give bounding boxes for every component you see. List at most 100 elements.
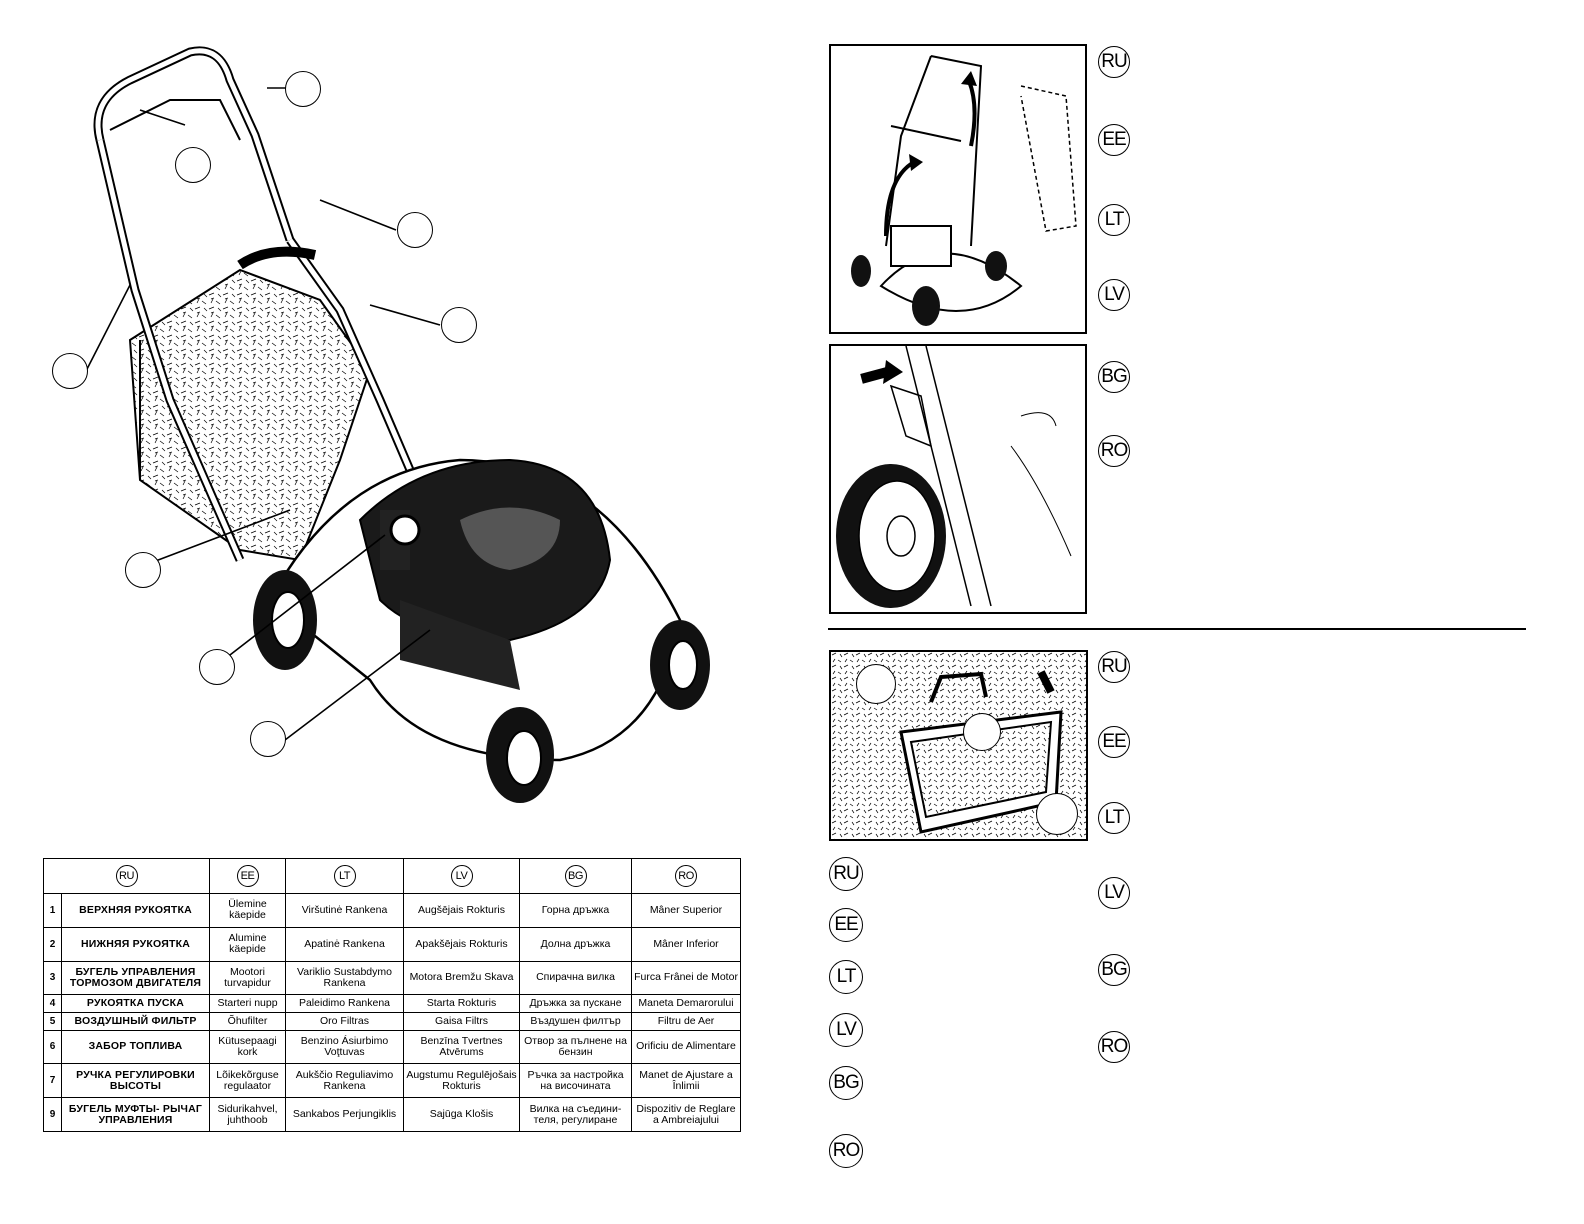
header-cell-ru: RU	[43, 858, 210, 894]
header-cell-ro: RO	[631, 858, 741, 894]
cell-ro: Filtru de Aer	[631, 1011, 741, 1031]
row-number: 7	[43, 1063, 62, 1099]
table-row: 2 НИЖНЯЯ РУКОЯТКА Alumine käepide Apatin…	[43, 926, 741, 962]
language-badge-ru: RU	[1098, 651, 1130, 683]
cell-ro: Manet de Ajustare a Înlimii	[631, 1063, 741, 1099]
cell-bg: Ръчка за настройка на височината	[519, 1063, 632, 1099]
cell-ro: Dispozitiv de Reglare a Ambreiajului	[631, 1097, 741, 1132]
cell-ru: БУГЕЛЬ МУФТЫ- РЫЧАГ УПРАВЛЕНИЯ	[61, 1097, 210, 1132]
language-badge-lv: LV	[829, 1013, 863, 1047]
cell-bg: Вилка на съедини- теля, регулиране	[519, 1097, 632, 1132]
callout-circle-icon	[856, 664, 896, 704]
callout-circle-icon	[52, 353, 88, 389]
cell-ee: Kütusepaagi kork	[209, 1029, 286, 1065]
cell-lv: Motora Bremžu Skava	[403, 960, 520, 996]
language-badge-bg: BG	[1098, 954, 1130, 986]
cell-ru: ВЕРХНЯЯ РУКОЯТКА	[61, 893, 210, 928]
row-number: 3	[43, 960, 62, 996]
language-badge: RO	[675, 865, 697, 887]
cell-ru: ВОЗДУШНЫЙ ФИЛЬТР	[61, 1011, 210, 1031]
cell-bg: Отвор за пълнене на бензин	[519, 1029, 632, 1065]
callout-circle-icon	[1036, 793, 1078, 835]
table-row: 9 БУГЕЛЬ МУФТЫ- РЫЧАГ УПРАВЛЕНИЯ Sidurik…	[43, 1097, 741, 1132]
cell-ee: Mootori turvapidur	[209, 960, 286, 996]
cell-ru: РУЧКА РЕГУЛИРОВКИ ВЫСОТЫ	[61, 1063, 210, 1099]
table-row: 7 РУЧКА РЕГУЛИРОВКИ ВЫСОТЫ Lõikekõrguse …	[43, 1063, 741, 1099]
handle-fold-figure	[829, 44, 1087, 334]
cell-ee: Starteri nupp	[209, 994, 286, 1013]
cell-lt: Sankabos Perjungiklis	[285, 1097, 404, 1132]
cell-ee: Lõikekõrguse regulaator	[209, 1063, 286, 1099]
cell-bg: Горна дръжка	[519, 893, 632, 928]
language-badge-ru: RU	[829, 857, 863, 891]
cell-ru: НИЖНЯЯ РУКОЯТКА	[61, 926, 210, 962]
language-badge: LV	[450, 865, 473, 887]
table-row: 6 ЗАБОР ТОПЛИВА Kütusepaagi kork Benzino…	[43, 1029, 741, 1065]
row-number: 2	[43, 926, 62, 962]
cell-bg: Долна дръжка	[519, 926, 632, 962]
language-badge-bg: BG	[1098, 361, 1130, 393]
callout-circle-icon	[199, 649, 235, 685]
cell-lt: Variklio Sustabdymo Rankena	[285, 960, 404, 996]
language-badge-ee: EE	[1098, 726, 1130, 758]
language-badge-lv: LV	[1098, 877, 1130, 909]
callout-circle-icon	[175, 147, 211, 183]
header-cell-ee: EE	[209, 858, 286, 894]
language-badge-lv: LV	[1098, 279, 1130, 311]
cell-lt: Oro Filtras	[285, 1011, 404, 1031]
cell-bg: Дръжка за пускане	[519, 994, 632, 1013]
arrow-icon	[909, 154, 923, 171]
callout-circle-icon	[963, 713, 1001, 751]
arrow-icon	[860, 366, 892, 384]
arrow-icon	[883, 360, 903, 384]
cell-ro: Mâner Superior	[631, 893, 741, 928]
language-badge: LT	[333, 865, 356, 887]
table-header-row: RU EE LT LV BG RO	[43, 858, 741, 894]
table-row: 1 ВЕРХНЯЯ РУКОЯТКА Ülemine käepide Viršu…	[43, 893, 741, 928]
table-row: 4 РУКОЯТКА ПУСКА Starteri nupp Paleidimo…	[43, 994, 741, 1013]
cell-bg: Въздушен филтър	[519, 1011, 632, 1031]
handle-fold-illustration	[851, 55, 1077, 326]
header-cell-lt: LT	[285, 858, 404, 894]
cell-ee: Sidurikahvel, juhthoob	[209, 1097, 286, 1132]
cell-lv: Gaisa Filtrs	[403, 1011, 520, 1031]
cell-lt: Benzino Ásiurbimo Voţtuvas	[285, 1029, 404, 1065]
cell-lt: Aukščio Reguliavimo Rankena	[285, 1063, 404, 1099]
cell-ru: РУКОЯТКА ПУСКА	[61, 994, 210, 1013]
row-number: 9	[43, 1097, 62, 1132]
language-badge-ro: RO	[1098, 435, 1130, 467]
language-badge-lt: LT	[829, 960, 863, 994]
row-number: 6	[43, 1029, 62, 1065]
language-badge-ee: EE	[1098, 124, 1130, 156]
row-number: 5	[43, 1011, 62, 1031]
language-badge-ro: RO	[1098, 1031, 1130, 1063]
table-row: 3 БУГЕЛЬ УПРАВЛЕНИЯ ТОРМОЗОМ ДВИГАТЕЛЯ M…	[43, 960, 741, 996]
language-badge-bg: BG	[829, 1066, 863, 1100]
parts-table: RU EE LT LV BG RO 1 ВЕРХНЯЯ РУКОЯТКА Üle…	[43, 858, 741, 1132]
cell-lt: Viršutinė Rankena	[285, 893, 404, 928]
row-number: 4	[43, 994, 62, 1013]
language-badge: EE	[236, 865, 259, 887]
cell-bg: Спирачна вилка	[519, 960, 632, 996]
lawnmower-illustration	[84, 46, 710, 803]
cell-ee: Alumine käepide	[209, 926, 286, 962]
height-adjust-figure	[829, 344, 1087, 614]
cell-lt: Apatinė Rankena	[285, 926, 404, 962]
cell-ee: Ülemine käepide	[209, 893, 286, 928]
cell-ro: Orificiu de Alimentare	[631, 1029, 741, 1065]
cell-lv: Apakšējais Rokturis	[403, 926, 520, 962]
cell-lv: Augstumu Regulējošais Rokturis	[403, 1063, 520, 1099]
cell-lt: Paleidimo Rankena	[285, 994, 404, 1013]
cell-ru: БУГЕЛЬ УПРАВЛЕНИЯ ТОРМОЗОМ ДВИГАТЕЛЯ	[61, 960, 210, 996]
table-row: 5 ВОЗДУШНЫЙ ФИЛЬТР Õhufilter Oro Filtras…	[43, 1011, 741, 1031]
callout-circle-icon	[441, 307, 477, 343]
cell-ru: ЗАБОР ТОПЛИВА	[61, 1029, 210, 1065]
callout-circle-icon	[250, 721, 286, 757]
header-cell-bg: BG	[519, 858, 632, 894]
row-number: 1	[43, 893, 62, 928]
callout-circle-icon	[285, 71, 321, 107]
cell-lv: Starta Rokturis	[403, 994, 520, 1013]
language-badge-ee: EE	[829, 908, 863, 942]
height-adjust-wheel-illustration	[836, 346, 1072, 608]
cell-lv: Sajūga Klošis	[403, 1097, 520, 1132]
